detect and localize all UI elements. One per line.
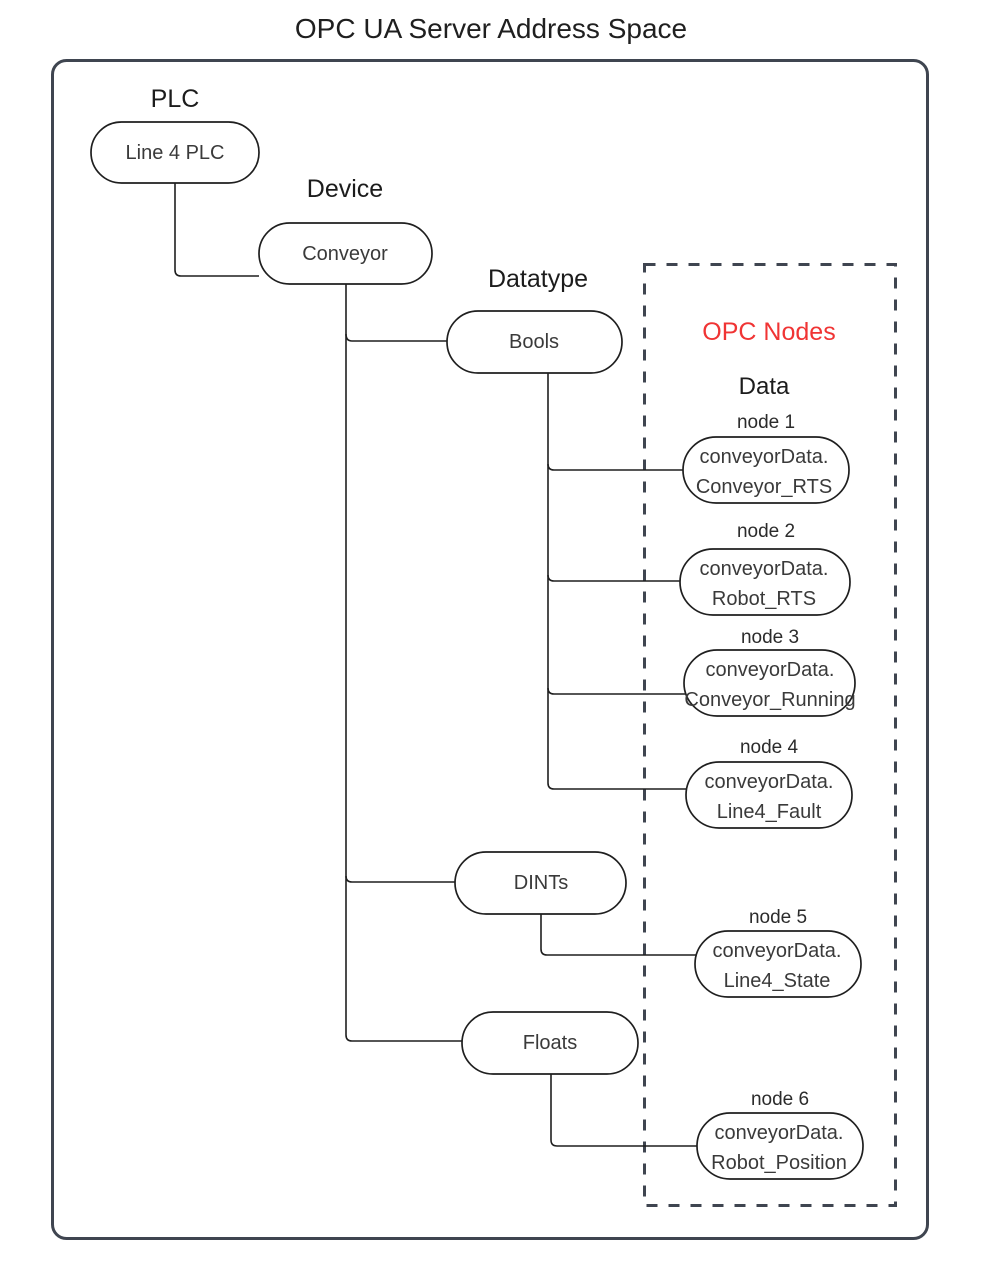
connector-floats-to-node6: [550, 1073, 700, 1147]
connector-conveyor-to-dints: [345, 875, 456, 883]
connector-conveyor-trunk: [345, 283, 462, 1042]
connector-plc-to-conveyor: [174, 182, 259, 277]
connector-bools-to-node1: [547, 463, 686, 471]
connector-lines: [174, 182, 700, 1147]
node-shape-floats[interactable]: [461, 1011, 639, 1075]
connector-dints-to-node5: [540, 914, 698, 956]
node-shape-dints[interactable]: [454, 851, 627, 915]
node-shape-line4-plc[interactable]: [90, 121, 260, 184]
node-shape-conveyor[interactable]: [258, 222, 433, 285]
connector-conveyor-to-bools: [345, 333, 456, 342]
node-shape-bools[interactable]: [446, 310, 623, 374]
connector-bools-to-node3: [547, 687, 686, 695]
node-shapes: [90, 121, 864, 1180]
node-shape-node3[interactable]: [683, 649, 856, 717]
node-shape-node1[interactable]: [682, 436, 850, 504]
node-shape-node5[interactable]: [694, 930, 862, 998]
node-shape-node2[interactable]: [679, 548, 851, 616]
node-shape-node6[interactable]: [696, 1112, 864, 1180]
node-shape-node4[interactable]: [685, 761, 853, 829]
connector-bools-trunk: [547, 372, 686, 790]
connector-bools-to-node2: [547, 574, 686, 582]
